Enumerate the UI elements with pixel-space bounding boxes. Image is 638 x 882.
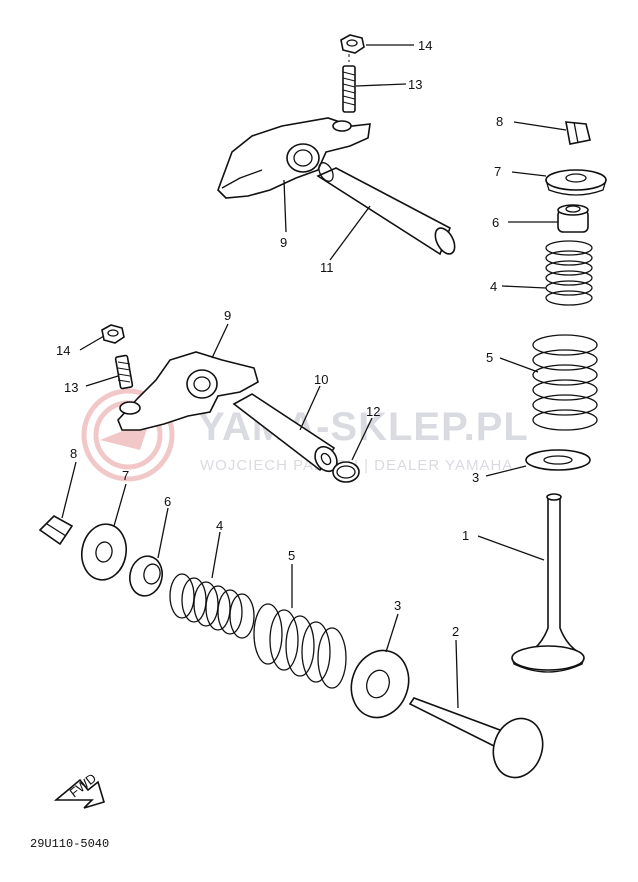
callout-6-right: 6 — [492, 215, 499, 230]
callout-9-upper: 9 — [280, 235, 287, 250]
callout-5-lower: 5 — [288, 548, 295, 563]
callout-13-lower: 13 — [64, 380, 78, 395]
callout-4-lower: 4 — [216, 518, 223, 533]
part-3-spring-seat-lower — [350, 649, 410, 719]
part-4-inner-spring-lower — [169, 573, 255, 639]
callout-14-lower: 14 — [56, 343, 70, 358]
callout-8-right: 8 — [496, 114, 503, 129]
part-13-adjuster-lower — [114, 354, 134, 390]
part-2-exhaust-valve — [408, 697, 544, 779]
callout-2: 2 — [452, 624, 459, 639]
part-code: 29U110-5040 — [30, 837, 109, 851]
part-7-retainer-right — [545, 169, 607, 196]
callout-11: 11 — [320, 260, 334, 275]
callout-7-right: 7 — [494, 164, 501, 179]
callout-10: 10 — [314, 372, 328, 387]
part-5-outer-spring-right — [532, 334, 598, 431]
part-9-rocker-arm-lower — [117, 351, 259, 431]
part-8-collet-right — [565, 121, 591, 145]
callout-labels: 14 13 9 11 8 7 6 4 5 3 1 9 14 13 10 12 8… — [56, 38, 503, 639]
part-5-outer-spring-lower — [253, 603, 347, 689]
callout-4-right: 4 — [490, 279, 497, 294]
callout-6-lower: 6 — [164, 494, 171, 509]
callout-leaders — [61, 44, 567, 709]
part-14-nut-upper — [340, 34, 365, 54]
callout-1: 1 — [462, 528, 469, 543]
part-13-adjuster-upper — [342, 54, 356, 113]
callout-12: 12 — [366, 404, 380, 419]
part-6-seal-lower — [129, 555, 163, 597]
callout-7-lower: 7 — [122, 468, 129, 483]
part-7-retainer-lower — [80, 523, 128, 581]
part-8-collet-lower — [38, 515, 74, 546]
callout-13-upper: 13 — [408, 77, 422, 92]
callout-8-lower: 8 — [70, 446, 77, 461]
fwd-arrow-icon: FWD — [53, 770, 105, 809]
part-4-inner-spring-right — [545, 240, 593, 306]
part-12-o-ring — [332, 461, 360, 483]
callout-3-lower: 3 — [394, 598, 401, 613]
part-11-rocker-shaft — [316, 162, 456, 256]
part-9-rocker-arm-upper — [217, 117, 371, 199]
callout-3-right: 3 — [472, 470, 479, 485]
part-6-seal-right — [557, 204, 589, 233]
part-14-nut-lower — [101, 324, 125, 344]
callout-9-lower: 9 — [224, 308, 231, 323]
callout-5-right: 5 — [486, 350, 493, 365]
part-1-intake-valve — [511, 493, 585, 673]
part-3-spring-seat-right — [525, 449, 591, 471]
callout-14-upper: 14 — [418, 38, 432, 53]
